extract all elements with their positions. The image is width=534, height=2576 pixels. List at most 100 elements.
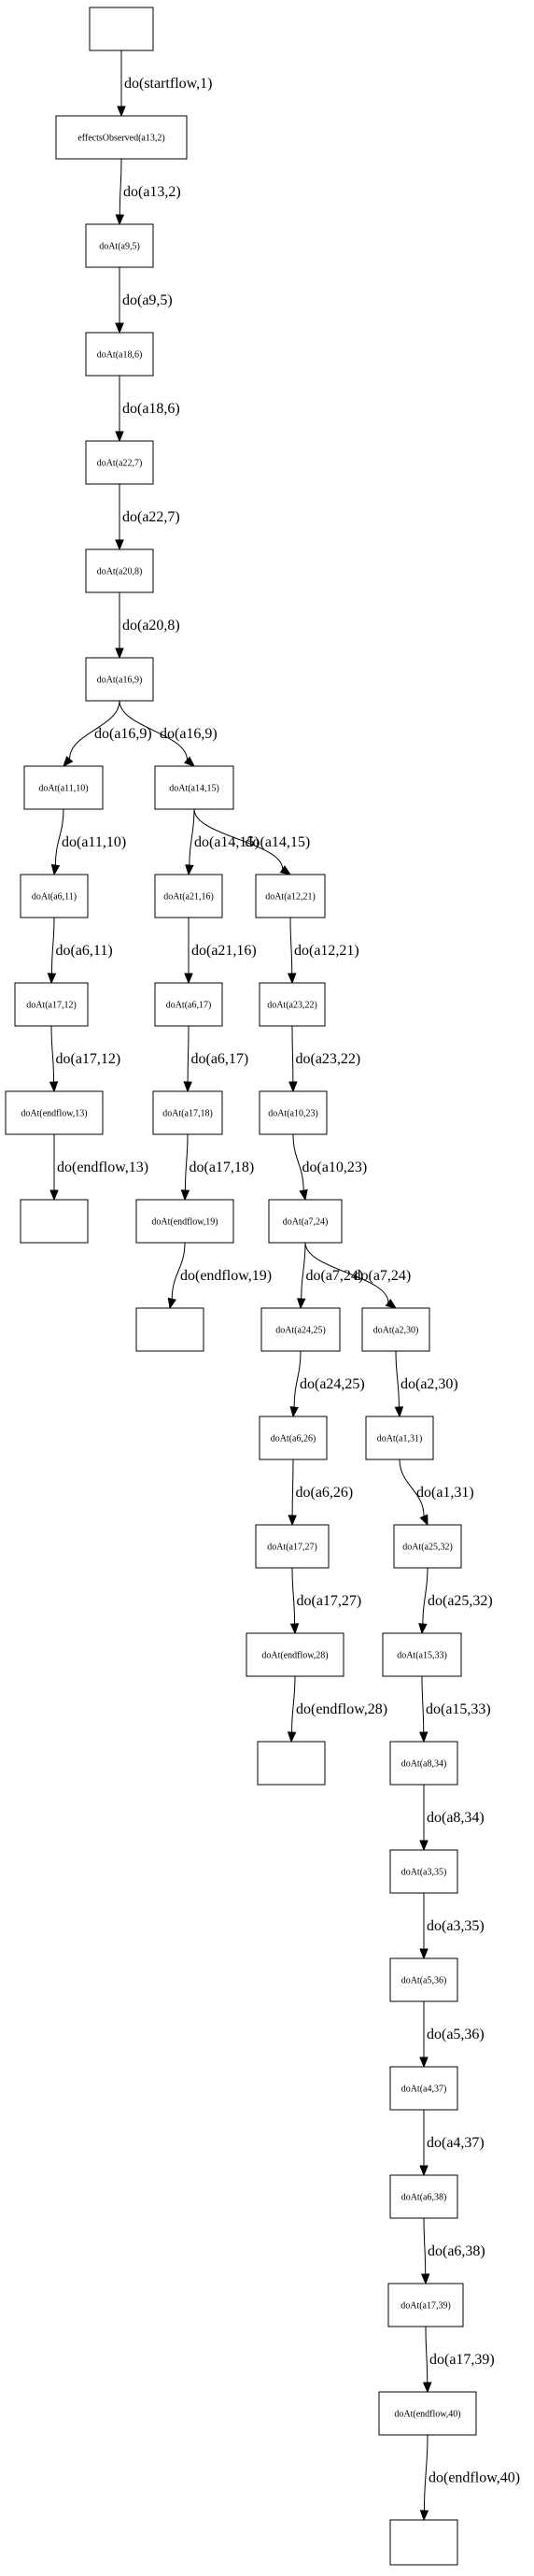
edge-label: do(a14,15)	[194, 834, 260, 850]
node-label: doAt(a9,5)	[99, 242, 140, 252]
state-node: doAt(a17,18)	[152, 1090, 223, 1135]
edge-line	[193, 808, 284, 870]
node-label: doAt(endflow,19)	[151, 1217, 218, 1228]
state-node: doAt(a6,38)	[389, 2174, 458, 2219]
node-label: doAt(a17,27)	[267, 1543, 317, 1553]
node-label: doAt(a8,34)	[401, 1759, 447, 1770]
transition-edge: do(a24,25)	[289, 1350, 365, 1418]
edge-label: do(a16,9)	[160, 726, 218, 742]
transition-edge: do(a6,26)	[288, 1459, 353, 1527]
state-node: doAt(a10,23)	[259, 1090, 328, 1135]
arrowhead	[385, 1299, 398, 1309]
edge-label: do(a10,23)	[302, 1160, 368, 1175]
edge-label: do(a13,2)	[123, 184, 181, 200]
arrowhead	[289, 1406, 299, 1418]
edge-label: do(a12,21)	[294, 943, 359, 959]
edge-label: do(a20,8)	[122, 618, 180, 633]
edge-label: do(a9,5)	[122, 292, 173, 308]
node-label: doAt(a15,33)	[397, 1651, 447, 1661]
transition-edge: do(a10,23)	[292, 1133, 368, 1202]
edge-line	[119, 700, 188, 761]
node-box	[154, 874, 223, 918]
edge-label: do(endflow,28)	[296, 1701, 387, 1717]
edge-line	[171, 1242, 186, 1300]
transition-edge: do(a6,17)	[183, 1025, 248, 1093]
node-label: doAt(endflow,40)	[394, 2410, 460, 2420]
edge-line	[399, 1459, 425, 1516]
arrowhead	[49, 1081, 59, 1093]
edge-label: do(a6,11)	[56, 943, 113, 959]
edge-label: do(a18,6)	[122, 401, 180, 417]
node-label: doAt(a16,9)	[97, 676, 143, 686]
node-box	[135, 1199, 234, 1244]
node-box	[259, 982, 326, 1027]
transition-edge: do(a7,24)	[304, 1242, 411, 1309]
node-box	[135, 1307, 204, 1352]
edge-label: do(a15,33)	[426, 1701, 491, 1717]
edge-label: do(a1,31)	[416, 1485, 474, 1501]
edge-line	[293, 1350, 302, 1408]
node-box	[85, 223, 154, 268]
node-label: doAt(endflow,28)	[261, 1651, 328, 1661]
state-node: doAt(a14,15)	[154, 765, 234, 810]
transition-edge: do(a15,33)	[418, 1675, 491, 1743]
state-node: doAt(endflow,40)	[378, 2391, 477, 2436]
transition-edge: do(a14,15)	[193, 808, 310, 875]
edge-line	[395, 1350, 400, 1408]
transition-edge: do(a25,32)	[418, 1567, 493, 1635]
state-node: doAt(a12,21)	[255, 874, 326, 918]
node-label: effectsObserved(a13,2)	[77, 134, 164, 144]
arrowhead	[167, 1297, 176, 1310]
transition-edge: do(a17,12)	[49, 1025, 120, 1093]
edge-label: do(endflow,19)	[180, 1268, 272, 1284]
transition-edge: do(a4,37)	[419, 2109, 485, 2177]
edge-label: do(a17,39)	[429, 2352, 495, 2368]
state-node: doAt(endflow,19)	[135, 1199, 234, 1244]
node-box	[85, 548, 154, 593]
edge-line	[69, 700, 120, 760]
node-label: doAt(a18,6)	[97, 350, 143, 361]
transition-edge: do(a5,36)	[419, 2000, 485, 2069]
edge-line	[187, 1025, 190, 1083]
empty-state-node	[257, 1741, 326, 1786]
transition-edge: do(endflow,13)	[49, 1134, 148, 1202]
arrowhead	[422, 2382, 432, 2394]
node-box	[246, 1632, 344, 1677]
node-box	[5, 1090, 104, 1135]
node-label: doAt(endflow,13)	[21, 1109, 87, 1119]
node-label: doAt(a6,11)	[32, 892, 77, 903]
edge-line	[291, 1675, 296, 1733]
node-box	[389, 2066, 458, 2111]
arrowhead	[49, 1189, 59, 1202]
transition-edge: do(a18,6)	[115, 375, 180, 443]
transition-edge: do(endflow,40)	[419, 2434, 520, 2522]
edge-label: do(a25,32)	[428, 1593, 493, 1609]
edge-label: do(a2,30)	[400, 1376, 458, 1392]
state-node: doAt(a5,36)	[389, 1957, 458, 2002]
state-node: effectsObserved(a13,2)	[55, 115, 188, 160]
node-label: doAt(a17,18)	[162, 1109, 213, 1119]
arrowhead	[115, 539, 124, 551]
arrowhead	[299, 1188, 308, 1202]
arrowhead	[420, 2273, 430, 2285]
edge-line	[301, 1242, 306, 1300]
node-box	[14, 982, 89, 1027]
transition-edge: do(a22,7)	[115, 483, 180, 551]
edges-layer: do(startflow,1)do(a13,2)do(a9,5)do(a18,6…	[47, 50, 520, 2522]
transition-edge: do(a1,31)	[399, 1459, 474, 1527]
arrowhead	[180, 1189, 190, 1202]
edge-label: do(a22,7)	[122, 509, 180, 525]
arrowhead	[63, 755, 74, 768]
edge-label: do(endflow,13)	[57, 1160, 148, 1175]
state-node: doAt(a3,35)	[389, 1849, 458, 1894]
node-label: doAt(a24,25)	[275, 1326, 326, 1336]
arrowhead	[47, 973, 57, 985]
edge-label: do(a17,18)	[190, 1160, 255, 1175]
node-label: doAt(a5,36)	[401, 1976, 447, 1986]
edge-label: do(a17,27)	[297, 1593, 362, 1609]
node-label: doAt(a23,22)	[267, 1001, 317, 1011]
transition-edge: do(a17,27)	[289, 1567, 362, 1635]
node-label: doAt(a6,38)	[401, 2193, 447, 2203]
arrowhead	[419, 1948, 429, 1960]
state-node: doAt(a7,24)	[268, 1199, 343, 1244]
